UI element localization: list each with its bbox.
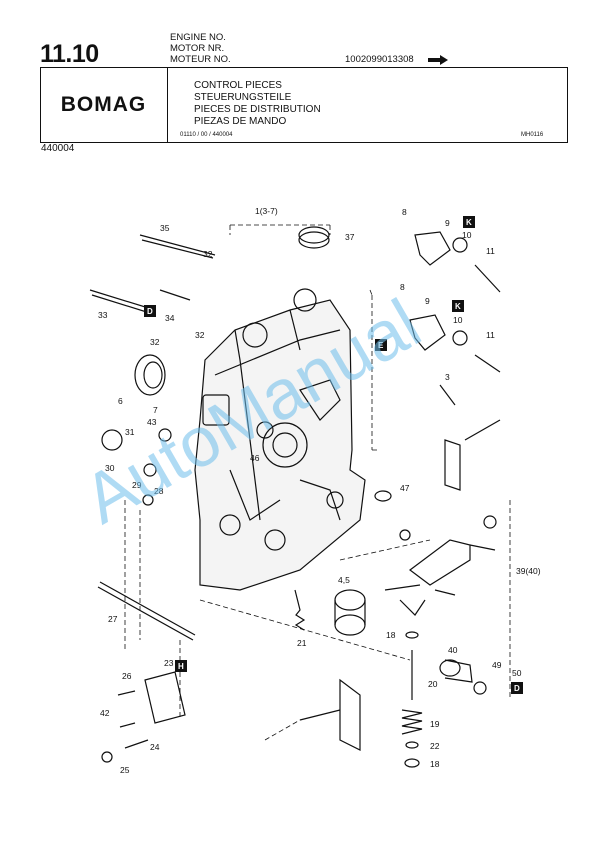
part-label: 18: [386, 630, 396, 640]
part-label: 31: [125, 427, 135, 437]
part-label: 10: [453, 315, 463, 325]
part-label: 47: [400, 483, 410, 493]
title-es: PIEZAS DE MANDO: [194, 116, 287, 127]
part-label: 40: [448, 645, 458, 655]
callout-label: H: [178, 662, 184, 671]
section-number: 11.10: [40, 40, 99, 68]
part-label: 34: [165, 313, 175, 323]
part-label: 9: [445, 218, 450, 228]
part-label: 33: [98, 310, 108, 320]
callout-box: [452, 300, 464, 312]
part-label: 46: [250, 453, 260, 463]
part-label: 27: [108, 614, 118, 624]
part-label: 30: [105, 463, 115, 473]
callout-label: K: [455, 302, 461, 311]
part-label: 18: [430, 759, 440, 769]
part-label: 4,5: [338, 575, 350, 585]
part-label: 3: [445, 372, 450, 382]
page-code: 440004: [41, 143, 75, 154]
part-label: 50: [512, 668, 522, 678]
part-label: 39(40): [516, 566, 541, 576]
callout-box: [375, 339, 387, 351]
part-label: 42: [100, 708, 110, 718]
part-label: 10: [462, 230, 472, 240]
part-label: 35: [160, 223, 170, 233]
header-frame: [40, 67, 568, 143]
arrow-right-icon: [428, 55, 448, 65]
reference-code: 01110 / 00 / 440004: [180, 132, 233, 138]
part-label: 43: [147, 417, 157, 427]
part-label: 11: [486, 330, 495, 340]
callout-label: K: [466, 218, 472, 227]
part-label: 8: [402, 207, 407, 217]
title-fr: PIECES DE DISTRIBUTION: [194, 104, 321, 115]
callout-label: E: [378, 341, 384, 350]
callout-box: [463, 216, 475, 228]
part-label: 25: [120, 765, 130, 775]
part-label: 8: [400, 282, 405, 292]
engine-label-de: MOTOR NR.: [170, 43, 225, 54]
part-label: 23: [164, 658, 174, 668]
part-label: 32: [203, 249, 213, 259]
part-label: 24: [150, 742, 160, 752]
part-label: 6: [118, 396, 123, 406]
callout-label: D: [514, 684, 520, 693]
part-label: 20: [428, 679, 438, 689]
part-label: 26: [122, 671, 132, 681]
title-en: CONTROL PIECES: [194, 80, 282, 91]
engine-number: 1002099013308: [345, 54, 414, 65]
part-label: 32: [195, 330, 205, 340]
part-label: 1(3-7): [255, 206, 278, 216]
part-label: 21: [297, 638, 307, 648]
part-label: 9: [425, 296, 430, 306]
part-label: 19: [430, 719, 440, 729]
callout-box: [511, 682, 523, 694]
callout-label: D: [147, 307, 153, 316]
engine-label-fr: MOTEUR NO.: [170, 54, 231, 65]
part-label: 22: [430, 741, 440, 751]
part-label: 32: [150, 337, 160, 347]
part-label: 49: [492, 660, 502, 670]
logo-cell: BOMAG: [40, 67, 168, 143]
part-label: 11: [486, 246, 495, 256]
title-de: STEUERUNGSTEILE: [194, 92, 292, 103]
callout-box: [175, 660, 187, 672]
engine-label-en: ENGINE NO.: [170, 32, 226, 43]
drawing-code: MH0116: [521, 132, 544, 138]
part-label: 29: [132, 480, 142, 490]
brand-logo: BOMAG: [60, 93, 147, 116]
part-label: 37: [345, 232, 355, 242]
part-label: 28: [154, 486, 164, 496]
callout-box: [144, 305, 156, 317]
part-label: 7: [153, 405, 158, 415]
